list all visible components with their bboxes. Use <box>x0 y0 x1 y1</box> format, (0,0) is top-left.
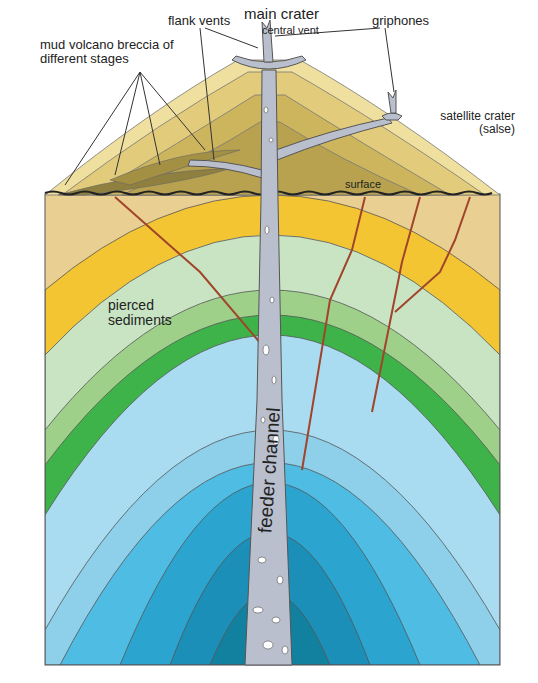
griphone-label: griphones <box>372 14 462 28</box>
vent-label: central vent <box>262 24 352 36</box>
surface-label: surface <box>345 178 415 190</box>
breccia-clasts <box>253 107 288 654</box>
fault-lines <box>115 197 470 470</box>
sediment-label: pierced sediments <box>108 298 193 329</box>
crater-label: satellite crater (salse) <box>405 110 515 136</box>
feeder-channel-shape <box>188 20 402 665</box>
breccia-label: mud volcano breccia of different stages <box>40 38 215 67</box>
crater-label: main crater <box>244 6 354 23</box>
